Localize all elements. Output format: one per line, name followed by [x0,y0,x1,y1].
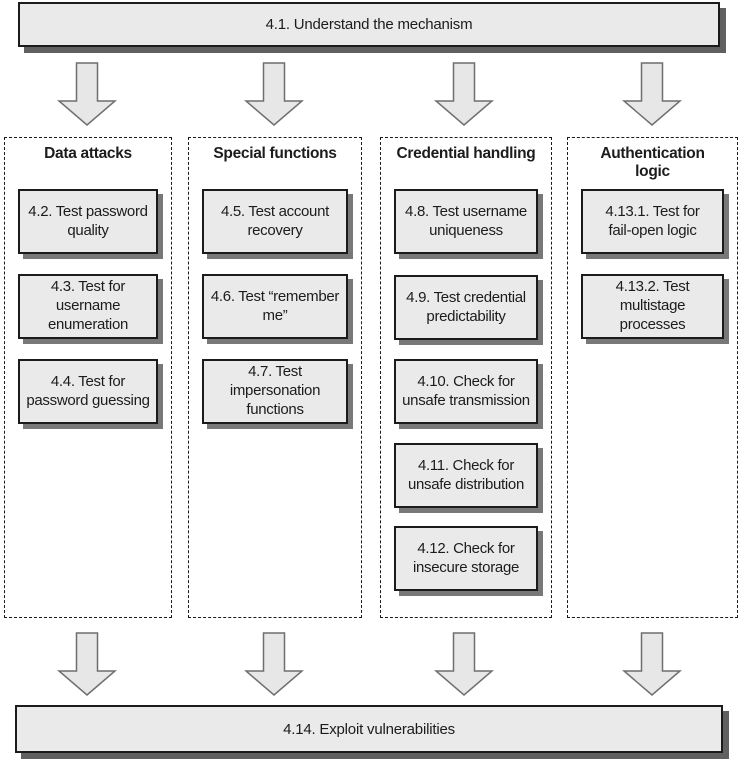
task-label: 4.5. Test account recovery [220,202,330,239]
task-box-4-3: 4.3. Test for username enumeration [18,274,158,339]
task-box-4-8: 4.8. Test username uniqueness [394,189,538,254]
column-header: Special functions [213,145,337,162]
task-box-4-9: 4.9. Test credential predictability [394,275,538,340]
column-authentication-logic: Authentication logic 4.13.1. Test for fa… [567,137,738,618]
task-box-4-13-1: 4.13.1. Test for fail-open logic [581,189,724,254]
task-label: 4.11. Check for unsafe distribution [407,456,525,493]
column-header: Authentication logic [600,145,705,180]
column-credential-handling: Credential handling 4.8. Test username u… [380,137,552,618]
task-box-4-12: 4.12. Check for insecure storage [394,526,538,591]
task-box-4-13-2: 4.13.2. Test multistage processes [581,274,724,339]
task-box-4-2: 4.2. Test password quality [18,189,158,254]
task-label: 4.12. Check for insecure storage [412,539,520,576]
task-box-4-7: 4.7. Test impersonation functions [202,359,348,424]
column-data-attacks: Data attacks 4.2. Test password quality … [4,137,172,618]
down-arrow-icon [244,632,304,696]
task-label: 4.13.1. Test for fail-open logic [605,202,700,239]
down-arrow-icon [622,632,682,696]
task-label: 4.4. Test for password guessing [26,372,150,409]
column-header: Credential handling [396,145,536,162]
down-arrow-icon [57,62,117,126]
down-arrow-icon [434,632,494,696]
step-4-1-label: 4.1. Understand the mechanism [265,16,473,33]
task-label: 4.7. Test impersonation functions [229,363,321,418]
task-label: 4.9. Test credential predictability [406,288,526,325]
task-label: 4.6. Test “remember me” [210,287,340,324]
column-header: Data attacks [44,145,132,162]
task-label: 4.13.2. Test multistage processes [615,278,690,333]
task-label: 4.3. Test for username enumeration [47,278,129,333]
column-special-functions: Special functions 4.5. Test account reco… [188,137,362,618]
step-4-14-label: 4.14. Exploit vulnerabilities [283,720,455,738]
down-arrow-icon [622,62,682,126]
task-label: 4.8. Test username uniqueness [405,202,527,239]
task-box-4-11: 4.11. Check for unsafe distribution [394,443,538,508]
step-4-14-box: 4.14. Exploit vulnerabilities [15,705,723,753]
task-box-4-4: 4.4. Test for password guessing [18,359,158,424]
step-4-1-box: 4.1. Understand the mechanism [18,2,720,47]
down-arrow-icon [244,62,304,126]
task-label: 4.2. Test password quality [28,202,148,239]
task-box-4-10: 4.10. Check for unsafe transmission [394,359,538,424]
down-arrow-icon [57,632,117,696]
task-label: 4.10. Check for unsafe transmission [402,372,530,409]
task-box-4-6: 4.6. Test “remember me” [202,274,348,339]
task-box-4-5: 4.5. Test account recovery [202,189,348,254]
down-arrow-icon [434,62,494,126]
